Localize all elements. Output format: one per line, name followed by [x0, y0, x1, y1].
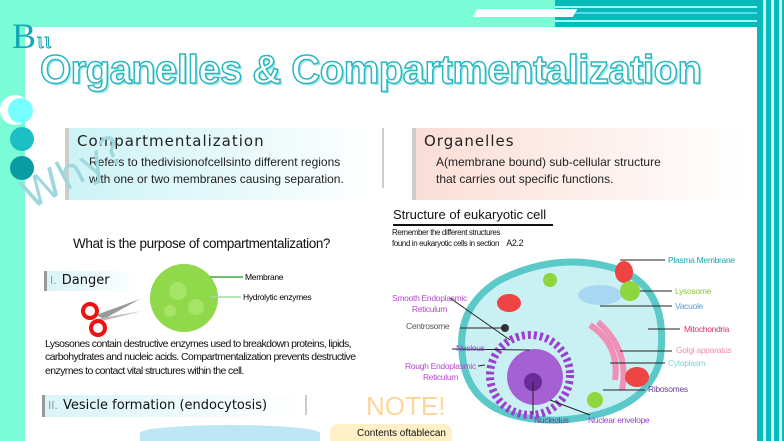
cell-membrane-illustration: [140, 425, 320, 441]
rough-er: [486, 331, 574, 419]
vacuole: [578, 285, 622, 305]
note-box: Contents oftablecan: [330, 424, 452, 441]
lysosome: [620, 281, 640, 301]
label-ribosomes: Ribosomes: [648, 384, 688, 394]
label-nucleolus: Nucleolus: [534, 415, 569, 425]
page-title: Organelles & Compartmentalization: [39, 48, 702, 92]
divider: [305, 395, 307, 415]
golgi-apparatus: [588, 319, 627, 391]
danger-paragraph: Lysosones contain destructive enzymes us…: [45, 338, 356, 377]
label-centrosome: Centrosome: [406, 321, 450, 331]
decor-dot: [10, 156, 34, 180]
scissors-icon: [81, 299, 142, 337]
definition-line: Refers to thedivisionofcellsinto differe…: [89, 155, 341, 169]
danger-heading: Danger: [61, 273, 110, 288]
label-lysosome: Lysosome: [675, 286, 712, 296]
danger-numeral: I.: [50, 274, 57, 287]
eukaryotic-cell-diagram: [449, 258, 680, 424]
definition-line: A(membrane bound) sub-cellular structure: [436, 155, 661, 169]
label-cytoplasm: Cytoplasm: [668, 358, 706, 368]
organelles-heading: Organelles: [424, 132, 515, 150]
decor-bar: [472, 9, 578, 17]
organelles-box: Organelles A(membrane bound) sub-cellula…: [412, 128, 745, 200]
label-nucleus: Nucleus: [456, 343, 485, 353]
label-vacuole: Vacuole: [675, 301, 703, 311]
compartmentalization-heading: Compartmentalization: [77, 132, 265, 150]
mitochondrion: [625, 367, 649, 387]
vesicle-header: II. Vesicle formation (endocytosis): [42, 395, 304, 417]
danger-header: I. Danger: [44, 271, 139, 291]
label-nuclear-envelope: Nuclear envelope: [588, 415, 650, 425]
logo: Bιι: [12, 16, 52, 56]
lysosome-diagram: [150, 264, 243, 332]
vesicle-heading: Vesicle formation (endocytosis): [63, 398, 268, 413]
vesicle-numeral: II.: [48, 399, 58, 412]
definition-line: with one or two membranes causing separa…: [89, 172, 344, 186]
decor-dot: [10, 127, 34, 151]
membrane-label: Membrane: [245, 272, 284, 282]
label-mitochondria: Mitochondria: [684, 324, 730, 334]
hydrolytic-enzymes-label: Hydrolytic enzymes: [243, 292, 312, 302]
label-plasma-membrane: Plasma Membrane: [668, 255, 735, 265]
cell-structure-title: Structure of eukaryotic cell: [393, 207, 553, 226]
note-title: NOTE!: [366, 391, 446, 421]
right-decoration: [757, 0, 784, 441]
decor-dot: [8, 98, 33, 123]
lysosome-icon: [150, 264, 218, 332]
label-golgi: Golgi apparatus: [676, 345, 732, 355]
question: What is the purpose of compartmentalizat…: [73, 236, 331, 251]
definition-line: that carries out specific functions.: [436, 172, 614, 186]
top-decoration: [555, 0, 757, 27]
compartmentalization-box: Compartmentalization Refers to thedivisi…: [65, 128, 380, 200]
divider: [382, 128, 384, 188]
